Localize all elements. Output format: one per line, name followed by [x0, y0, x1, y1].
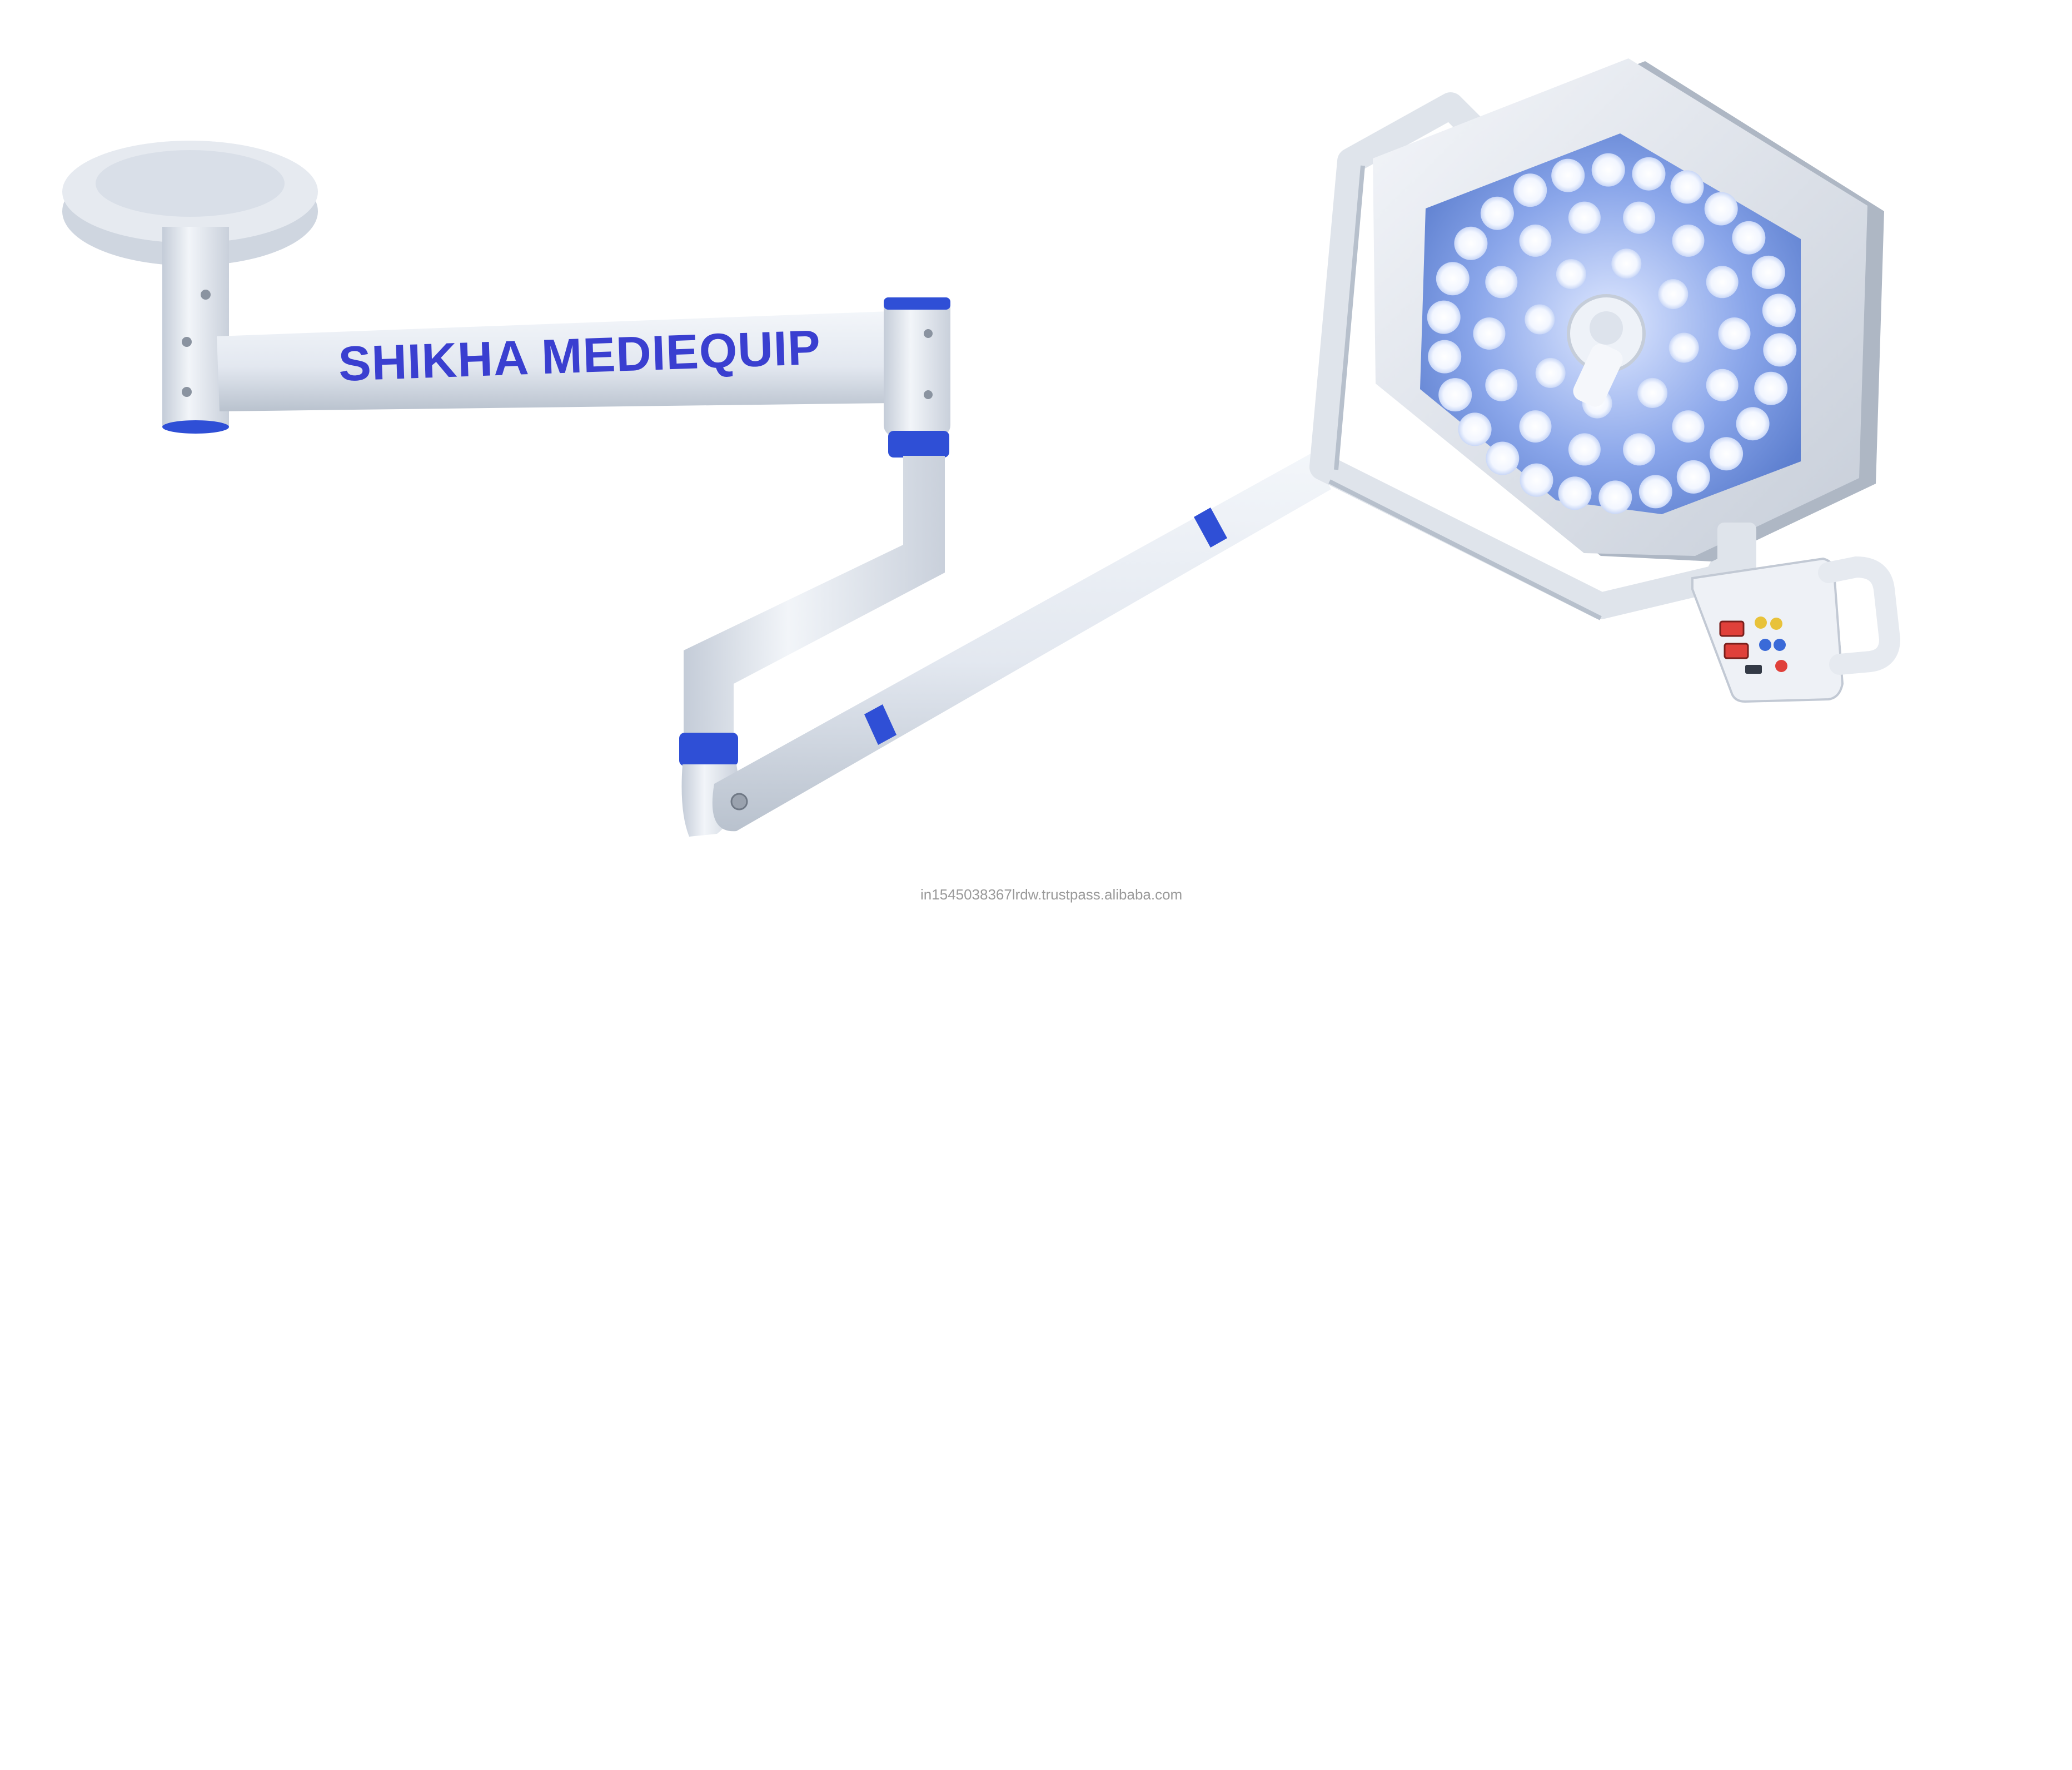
led-light [1438, 378, 1472, 412]
screw-icon [924, 390, 933, 399]
led-light [1519, 224, 1552, 257]
led-light [1672, 410, 1705, 443]
control-panel-neck [1717, 523, 1756, 573]
led-light [1458, 412, 1492, 446]
led-light [1485, 369, 1518, 401]
watermark: in1545038367lrdw.trustpass.alibaba.com [920, 886, 1182, 903]
arm-joint [884, 297, 950, 436]
led-light [1706, 266, 1739, 299]
led-light [1568, 433, 1601, 466]
control-panel-handle-hole [1837, 586, 1872, 646]
led-light [1658, 279, 1689, 310]
led-light [1751, 255, 1785, 289]
led-light [1525, 304, 1555, 335]
power-switch-indicator [1719, 620, 1745, 637]
led-light [1763, 333, 1797, 367]
led-light [1486, 441, 1520, 475]
led-light [1672, 224, 1705, 257]
pivot-screw-icon [730, 793, 748, 811]
led-light [1736, 407, 1770, 441]
led-light [1676, 460, 1710, 494]
led-light [1637, 377, 1668, 408]
display-icon [1745, 665, 1762, 674]
led-light [1623, 201, 1656, 234]
yellow-button-icon [1770, 618, 1782, 630]
led-light [1706, 369, 1739, 401]
screw-icon [182, 387, 192, 397]
led-light [1754, 371, 1788, 405]
horizontal-arm-body [217, 311, 895, 411]
center-handle-cap [1590, 311, 1623, 345]
led-light [1611, 248, 1642, 279]
center-handle-grip [1573, 344, 1623, 407]
diagonal-arm-band [864, 704, 896, 745]
led-light [1520, 463, 1553, 497]
yoke-arm [1309, 92, 1492, 480]
arm-joint-band-bottom [888, 431, 949, 458]
mount-column-cap [162, 420, 229, 434]
led-light [1632, 157, 1666, 191]
led-light [1638, 475, 1672, 509]
led-light [1704, 192, 1738, 226]
led-light [1762, 294, 1796, 327]
led-light [1732, 221, 1766, 255]
led-light [1623, 433, 1656, 466]
led-light [1454, 226, 1488, 260]
led-light [1473, 317, 1506, 350]
power-switch-indicator [1724, 643, 1749, 659]
red-button-icon [1775, 660, 1787, 672]
blue-button-icon [1774, 639, 1786, 651]
led-light [1551, 158, 1585, 192]
center-handle [1567, 294, 1646, 407]
led-light [1480, 196, 1514, 230]
led-light [1598, 480, 1632, 514]
led-light [1519, 410, 1552, 443]
control-panel-body [1691, 557, 1844, 703]
yellow-button-icon [1755, 616, 1767, 629]
control-panel-handle [1818, 556, 1901, 675]
diagonal-arm-band [1194, 508, 1227, 548]
hexagonal-lamp-head [1373, 58, 1884, 561]
screw-icon [924, 329, 933, 338]
spring-arm [679, 453, 1331, 837]
led-light [1535, 357, 1566, 388]
led-light [1556, 259, 1586, 290]
led-light [1428, 340, 1462, 374]
led-light [1558, 476, 1592, 510]
mount-column [162, 227, 229, 427]
screw-icon [201, 290, 211, 300]
diagonal-arm [712, 453, 1331, 832]
blue-button-icon [1759, 639, 1771, 651]
ceiling-mount [62, 141, 318, 434]
led-light [1718, 317, 1751, 350]
led-light [1670, 170, 1704, 204]
arm-joint-band-top [884, 297, 950, 310]
led-light [1436, 262, 1470, 296]
ceiling-mount-inner [96, 150, 285, 217]
spring-arm-vertical [684, 456, 945, 745]
control-panel [1691, 523, 1901, 703]
spring-arm-band [679, 733, 738, 766]
led-light [1485, 266, 1518, 299]
led-light [1591, 153, 1625, 187]
led-light [1513, 173, 1547, 207]
led-light [1668, 332, 1699, 363]
lamp-yoke-shading [1328, 165, 1602, 620]
led-light [1427, 300, 1461, 334]
led-light [1568, 201, 1601, 234]
horizontal-arm: SHIKHA MEDIEQUIP [217, 297, 950, 458]
screw-icon [182, 337, 192, 347]
led-light [1710, 437, 1744, 471]
